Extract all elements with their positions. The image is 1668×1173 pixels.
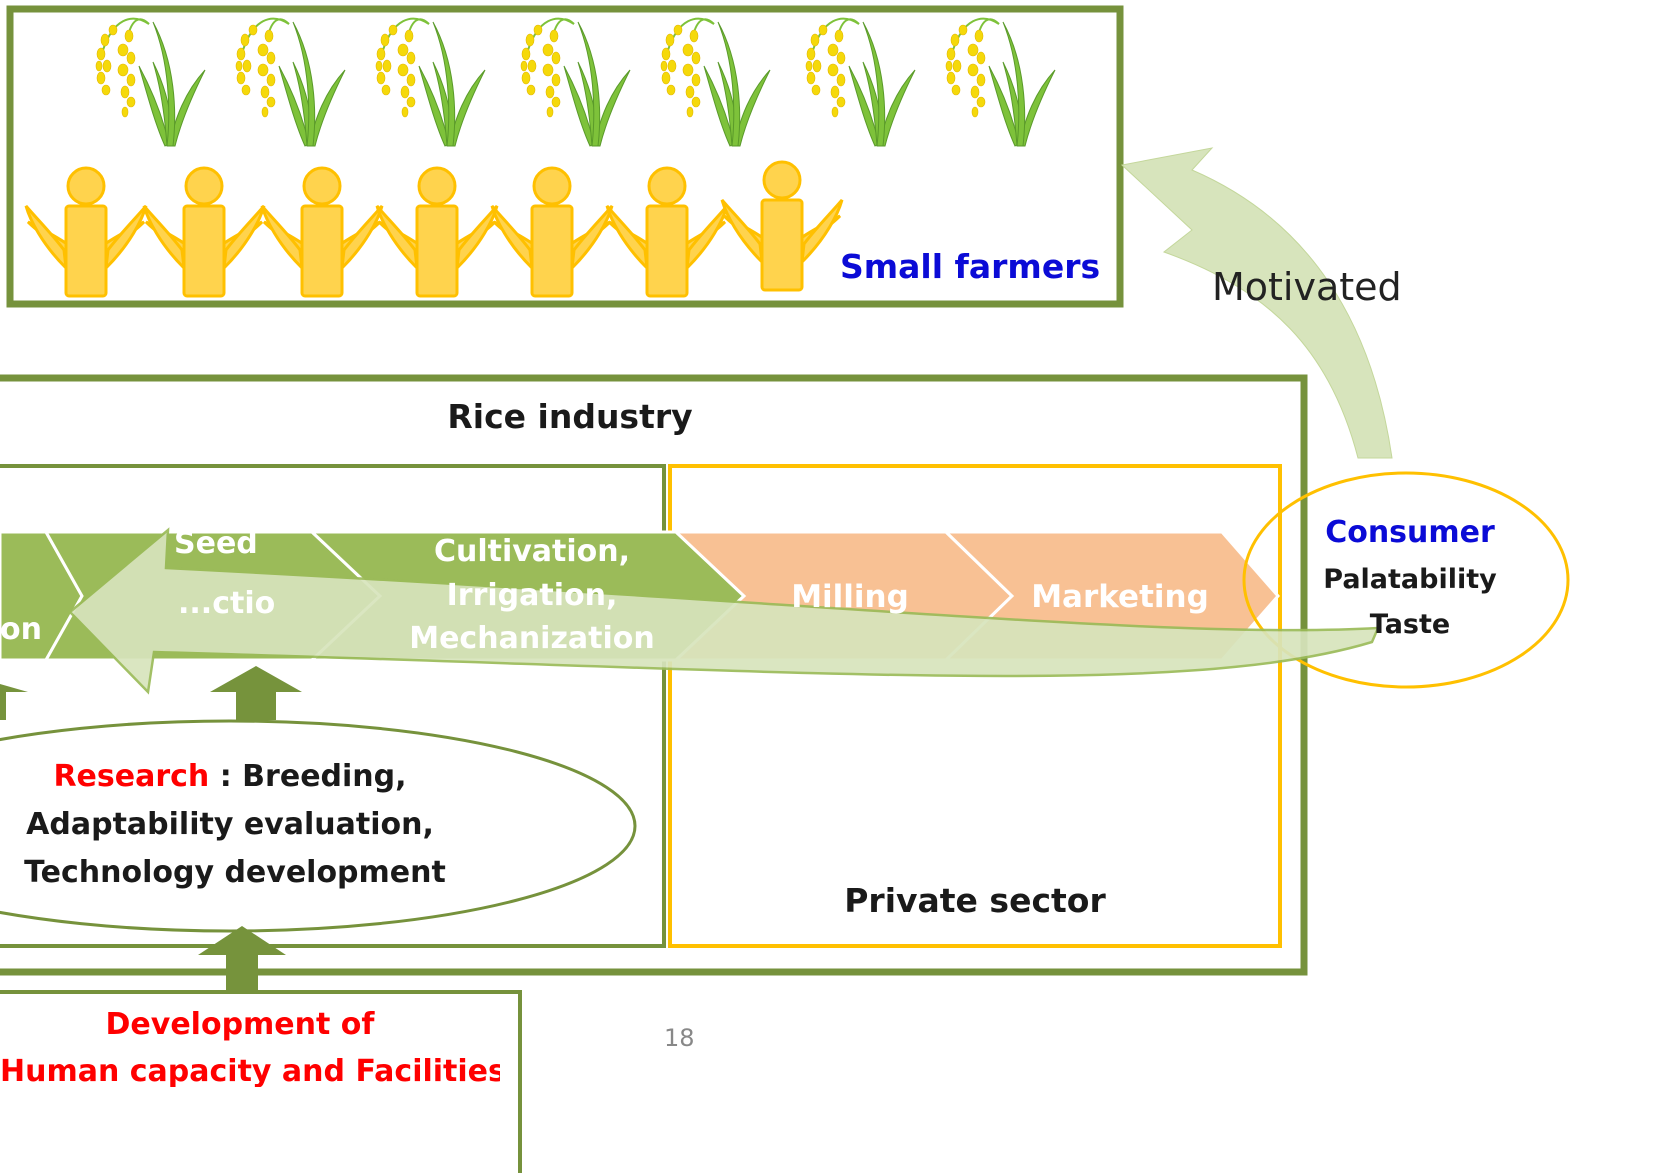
page-number: 18 — [664, 1024, 695, 1052]
chevron-seed-label-2: ...ctio — [178, 586, 276, 621]
chevron-cultivation-label-1: Cultivation, — [433, 534, 631, 569]
research-line-1: Research : Breeding, — [0, 762, 460, 792]
chevron-seed-label-1: Seed — [174, 526, 258, 561]
private-sector-label: Private sector — [844, 881, 1106, 920]
consumer-taste: Taste — [1369, 609, 1451, 640]
research-keyword: Research — [53, 759, 210, 794]
public-sector-frame — [0, 464, 666, 948]
chevron-milling-label: Milling — [791, 579, 909, 615]
consumer-palatability: Palatability — [1323, 564, 1497, 595]
development-line-2: Human capacity and Facilities — [0, 1057, 500, 1087]
development-frame — [0, 990, 522, 1173]
up-arrow-extension — [0, 684, 28, 720]
chevron-cultivation-label-3: Mechanization — [409, 621, 655, 653]
rice-industry-frame — [0, 374, 1308, 976]
motivated-arrow — [1120, 147, 1393, 459]
research-line-2: Adaptability evaluation, — [26, 807, 434, 842]
small-farmers-label: Small farmers — [840, 247, 1101, 286]
development-line-1: Development of — [105, 1007, 375, 1042]
chevron-marketing-label: Marketing — [1031, 579, 1209, 615]
research-line-3: Technology development — [24, 855, 446, 890]
research-line-1-rest: : Breeding, — [209, 759, 407, 794]
up-arrow-development — [198, 926, 286, 1000]
research-ellipse — [0, 719, 637, 933]
private-sector-frame — [668, 464, 1282, 948]
rice-industry-title: Rice industry — [447, 397, 693, 436]
consumer-ellipse — [1242, 471, 1570, 689]
feedback-arrow — [68, 527, 1380, 695]
motivated-label: Motivated — [1212, 265, 1402, 309]
chevron-cultivation-label-2: Irrigation, — [446, 578, 618, 613]
consumer-title: Consumer — [1325, 515, 1495, 550]
chevron-extension-label: on — [0, 612, 42, 647]
up-arrow-seed — [210, 666, 302, 720]
